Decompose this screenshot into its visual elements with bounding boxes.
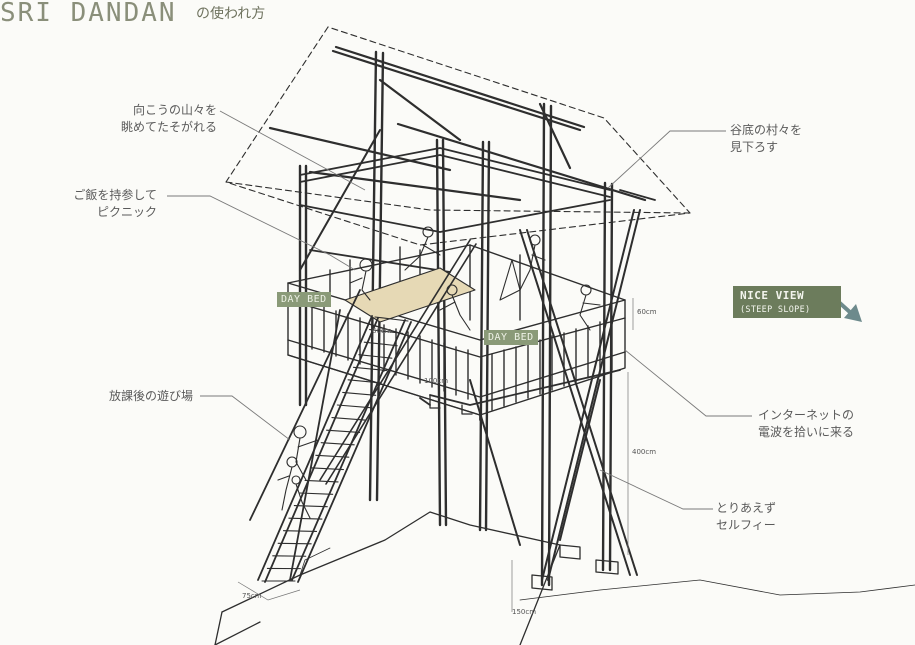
stair-treads: [261, 316, 409, 582]
page-subtitle: の使われ方: [196, 6, 266, 22]
annotation-line: 谷底の村々を: [730, 123, 803, 137]
people-figures: [277, 226, 601, 519]
annotation-line: 放課後の遊び場: [108, 389, 193, 403]
nice-view-subtitle: (STEEP SLOPE): [740, 305, 811, 315]
stair-tread: [358, 354, 393, 359]
annotation-village: 谷底の村々を 見下ろす: [730, 122, 802, 156]
annotation-line: 電波を拾いに来る: [758, 425, 855, 439]
stair-tread: [288, 517, 323, 520]
annotation-line: 見下ろす: [730, 140, 779, 154]
day-bed-tag: DAY BED: [277, 292, 331, 307]
footings: [429, 394, 619, 591]
stair-tread: [363, 341, 398, 347]
annotation-selfie: とりあえず セルフィー: [716, 500, 776, 534]
lower-beams: [419, 369, 621, 421]
deck-platform: [287, 244, 626, 416]
stair-tread: [326, 429, 361, 433]
annotation-picnic: ご飯を持参して ピクニック: [73, 187, 157, 221]
stair-tread: [282, 530, 318, 533]
dimension-stair-width: 75cm: [242, 592, 262, 600]
bed-surface: [344, 267, 476, 323]
nice-view-label: NICE VIEW (STEEP SLOPE): [733, 286, 841, 318]
dimension-bed-height: 60cm: [372, 327, 392, 335]
stair-tread: [374, 316, 409, 322]
dimension-lines: [237, 298, 634, 612]
dimension-tower-height: 400cm: [632, 448, 657, 456]
annotation-line: セルフィー: [716, 518, 776, 532]
cross-braces: [299, 129, 641, 581]
stair-tread: [277, 542, 312, 545]
stair-tread: [304, 479, 339, 483]
stair-tread: [369, 329, 404, 334]
stair-tread: [299, 492, 334, 495]
annotation-line: インターネットの: [758, 408, 855, 422]
dimension-rail-height: 60cm: [637, 308, 657, 316]
nice-view-title: NICE VIEW: [740, 289, 805, 302]
annotation-line: 向こうの山々を: [132, 103, 217, 117]
ladder-rails: [319, 239, 477, 485]
page-title: SRI DANDAN: [0, 0, 177, 28]
roof-outline: [225, 26, 691, 246]
stair-tread: [347, 379, 382, 384]
upper-beams: [299, 147, 656, 273]
day-bed-tag: DAY BED: [484, 330, 538, 345]
annotation-playground: 放課後の遊び場: [109, 388, 193, 405]
annotation-line: 眺めてたそがれる: [120, 120, 217, 134]
annotation-line: とりあえず: [716, 501, 777, 515]
annotation-line: ご飯を持参して: [73, 188, 157, 202]
stair-tread: [320, 442, 355, 446]
annotation-mountains: 向こうの山々を 眺めてたそがれる: [121, 102, 217, 136]
stair-tread: [352, 366, 388, 372]
staircase: [249, 289, 412, 583]
dimension-deck-span: 100cm: [424, 377, 449, 385]
stair-tread: [331, 417, 366, 421]
annotation-line: ピクニック: [96, 205, 157, 219]
annotation-internet: インターネットの 電波を拾いに来る: [758, 407, 854, 441]
stair-tread: [342, 391, 377, 396]
stair-tread: [293, 505, 328, 508]
dimension-ground-drop: 150cm: [512, 608, 537, 616]
leader-lines: [167, 110, 752, 510]
